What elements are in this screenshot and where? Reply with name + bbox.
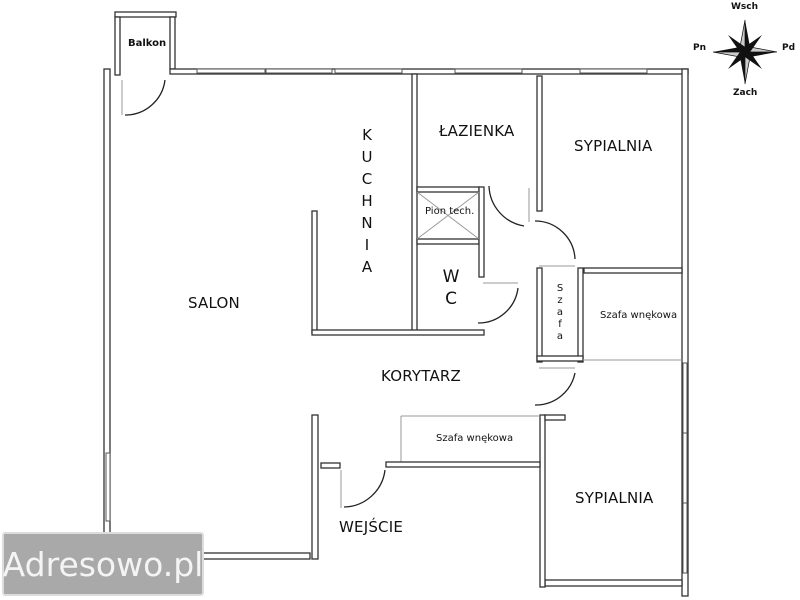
compass-north-label: Pn bbox=[693, 43, 707, 53]
wall-wardrobe-top bbox=[583, 267, 683, 274]
compass-east-label: Wsch bbox=[731, 2, 759, 12]
room-label-szafa-wnekowa-bottom: Szafa wnękowa bbox=[436, 433, 514, 444]
room-label-wejscie: WEJŚCIE bbox=[339, 518, 404, 536]
room-label-salon: SALON bbox=[188, 294, 240, 312]
wall-kitchen-bath bbox=[411, 73, 418, 333]
bathroom-door-swing bbox=[488, 185, 525, 227]
room-label-sypialnia-top: SYPIALNIA bbox=[574, 137, 653, 155]
room-label-szafa-wnekowa-right: Szafa wnękowa bbox=[600, 310, 678, 321]
wall-bedroom-bottom-left bbox=[539, 414, 546, 588]
bedroom-bottom-door-swing bbox=[534, 372, 576, 406]
compass-west-label: Zach bbox=[733, 88, 758, 98]
wall-wardrobe-bottom bbox=[385, 461, 541, 468]
balcony-wall-right bbox=[169, 16, 176, 70]
room-label-lazienka: ŁAZIENKA bbox=[439, 122, 515, 140]
wall-bedroom-top-left bbox=[536, 75, 543, 212]
balcony-wall-left bbox=[114, 16, 121, 76]
bedroom-top-door-swing bbox=[534, 220, 576, 260]
entrance-door-swing bbox=[343, 469, 386, 508]
room-label-sypialnia-bottom: SYPIALNIA bbox=[575, 489, 654, 507]
room-label-balkon: Balkon bbox=[128, 38, 167, 49]
balcony-wall-top bbox=[114, 11, 177, 18]
compass-south-label: Pd bbox=[782, 43, 796, 53]
wall-kitchen-bottom bbox=[311, 329, 485, 336]
balcony-door-swing bbox=[124, 79, 166, 116]
outer-wall-bottom-right bbox=[544, 579, 683, 587]
watermark-logo: Adresowo.pl bbox=[2, 532, 204, 596]
wall-kitchen-peninsula bbox=[311, 210, 318, 334]
wc-door-swing bbox=[477, 287, 519, 324]
room-label-korytarz: KORYTARZ bbox=[381, 367, 462, 385]
wall-entrance-left bbox=[311, 414, 319, 560]
outer-wall-right bbox=[681, 68, 689, 597]
room-label-pion-tech: Pion tech. bbox=[425, 206, 475, 217]
compass-rose-icon bbox=[712, 19, 778, 85]
